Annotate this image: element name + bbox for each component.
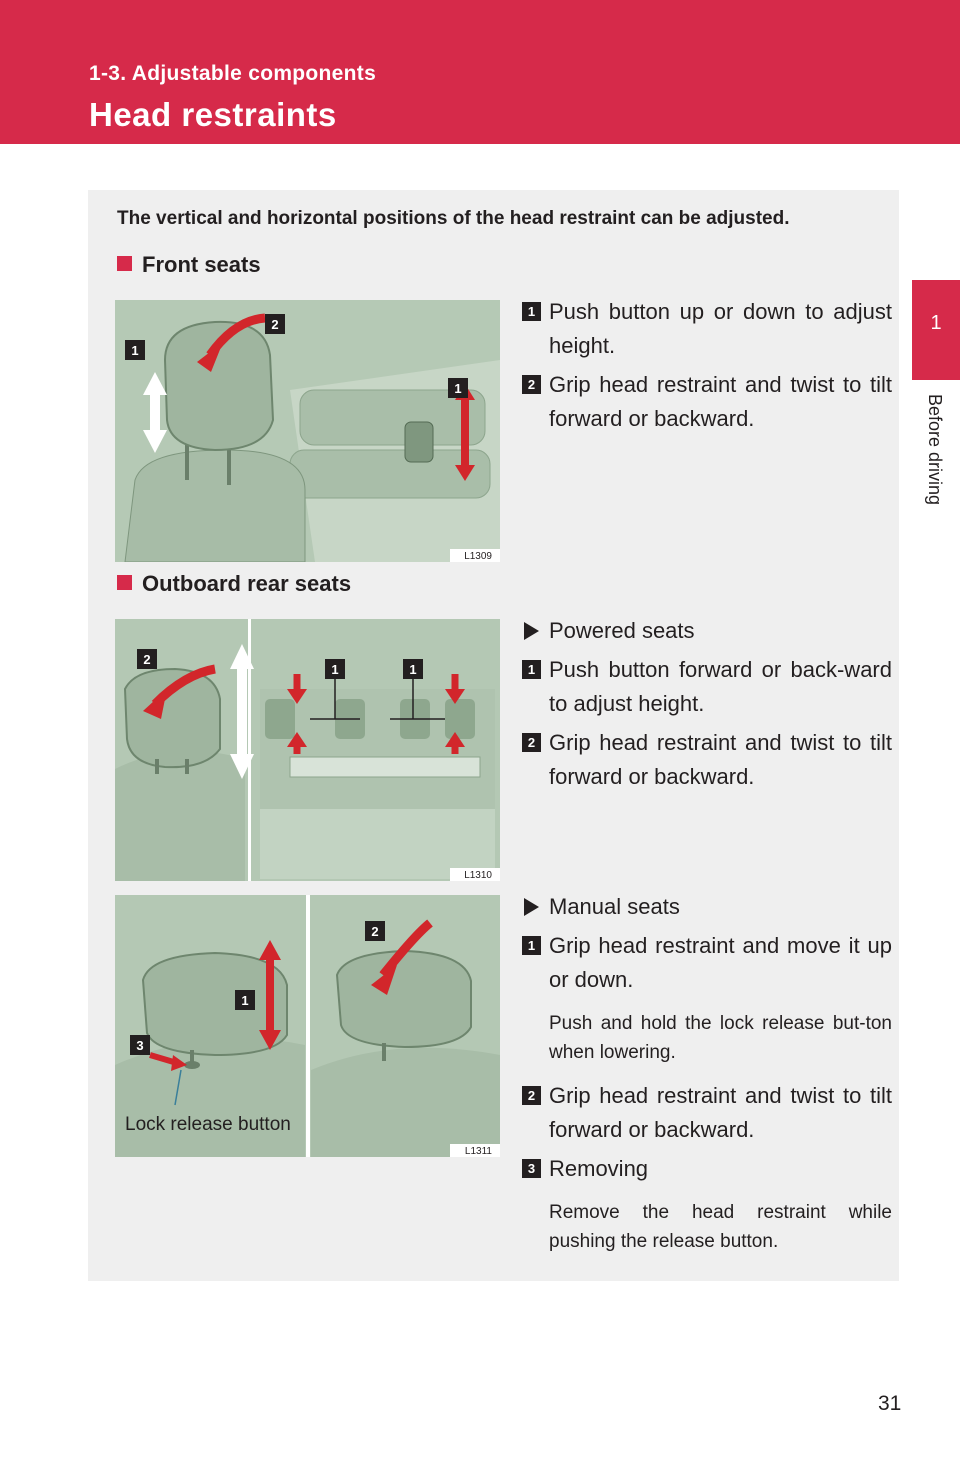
step-number-1: 1 [522,660,541,679]
front-seats-heading: Front seats [117,252,261,278]
manual-rear-seat-illustration: 1 3 2 L1311 [115,895,500,1157]
svg-text:1: 1 [131,343,138,358]
rear-seats-heading: Outboard rear seats [117,571,351,597]
svg-text:1: 1 [241,993,248,1008]
step-number-2: 2 [522,733,541,752]
manual-seats-label: Manual seats [549,894,680,919]
triangle-bullet-icon [524,622,539,640]
manual-step-3-note: Remove the head restraint while pushing … [549,1202,892,1252]
svg-text:1: 1 [409,662,416,677]
step-number-2: 2 [522,1086,541,1105]
step-number-1: 1 [522,302,541,321]
page-number: 31 [878,1392,902,1415]
manual-step-1-note: Push and hold the lock release but-ton w… [549,1013,892,1063]
front-seats-heading-text: Front seats [142,252,261,277]
figure-code: L1311 [464,1146,492,1157]
chapter-label-wrap: Before driving [912,394,960,534]
front-step-2: Grip head restraint and twist to tilt fo… [549,372,892,431]
powered-rear-seat-illustration: 2 1 1 L1310 [115,619,500,881]
figure-code: L1309 [464,551,492,562]
intro-text: The vertical and horizontal positions of… [117,208,790,229]
figure-code: L1310 [464,870,492,881]
chapter-number: 1 [930,312,942,334]
svg-text:2: 2 [143,652,150,667]
section-title: 1-3. Adjustable components [89,62,377,85]
svg-text:2: 2 [271,317,278,332]
square-bullet-icon [117,256,132,271]
svg-text:2: 2 [371,924,378,939]
front-step-1: Push button up or down to adjust height. [549,299,892,358]
triangle-bullet-icon [524,898,539,916]
step-number-2: 2 [522,375,541,394]
lock-release-caption: Lock release button [125,1114,291,1135]
manual-step-2: Grip head restraint and twist to tilt fo… [549,1083,892,1142]
square-bullet-icon [117,575,132,590]
rear-seats-heading-text: Outboard rear seats [142,571,352,596]
step-number-1: 1 [522,936,541,955]
front-seat-illustration: 2 1 1 L1309 [115,300,500,562]
powered-seats-label: Powered seats [549,618,695,643]
page-title: Head restraints [89,96,337,133]
powered-step-1: Push button forward or back-ward to adju… [549,657,892,716]
step-number-3: 3 [522,1159,541,1178]
page-header [0,0,960,144]
manual-step-1: Grip head restraint and move it up or do… [549,933,892,992]
chapter-label: Before driving [925,394,945,506]
manual-step-3: Removing [549,1156,649,1181]
svg-text:3: 3 [136,1038,143,1053]
chapter-tab: 1 [912,280,960,380]
svg-text:1: 1 [331,662,338,677]
svg-text:1: 1 [454,381,461,396]
powered-step-2: Grip head restraint and twist to tilt fo… [549,730,892,789]
